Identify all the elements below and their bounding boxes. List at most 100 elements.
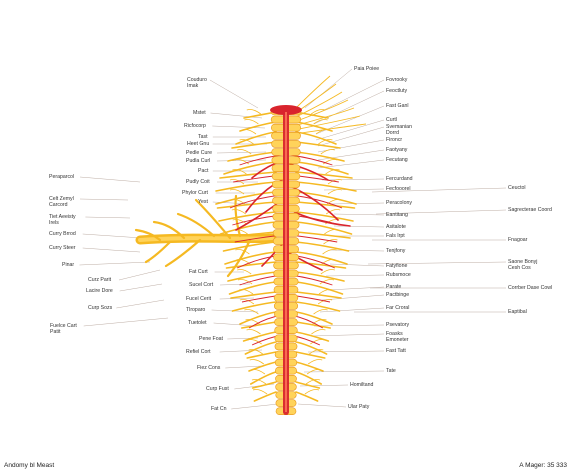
nerve-branch-right (325, 169, 340, 175)
leader-line (311, 333, 385, 337)
nerve-branch-left (232, 169, 247, 175)
leader-line (323, 188, 385, 191)
left-label: Pedle Cure (186, 150, 212, 156)
spinal-nerve-right (295, 301, 341, 312)
nerve-branch-left (244, 309, 259, 315)
left-label: Tlroparo (186, 307, 206, 313)
spinal-nerve-left (253, 391, 277, 402)
right-label: Tate (386, 368, 396, 374)
leader-line (313, 90, 385, 125)
left-label: Fat Cn (211, 406, 227, 412)
leader-line (321, 178, 385, 181)
plexus-branch (234, 194, 242, 238)
spinal-nerve-left (239, 311, 277, 325)
right-label: Foasks Emoneter (386, 331, 409, 343)
nerve-branch-right (317, 299, 333, 305)
spinal-nerve-right (295, 271, 345, 282)
spinal-nerve-left (230, 291, 277, 299)
leader-line (213, 322, 257, 327)
spinal-nerve-right (295, 231, 351, 239)
nerve-branch-right (306, 369, 322, 375)
left-label: Pinar (62, 262, 75, 268)
nerve-branch-left (247, 339, 262, 345)
right-label: Corrber Dase Cowl (508, 285, 553, 291)
spinal-nerve-left (227, 271, 277, 282)
leader-line (317, 159, 385, 169)
left-label: Celt Zemyl Carcord (49, 196, 74, 208)
leader-line (85, 216, 131, 219)
spinal-nerve-right (295, 341, 328, 355)
right-label: Fnagoar (508, 237, 528, 243)
right-label: Fast Ganl (386, 103, 409, 109)
leader-line (329, 249, 385, 252)
nerve-branch-right (324, 229, 339, 235)
leader-line (333, 213, 385, 216)
left-label: Refiel Cort (186, 349, 211, 355)
left-label: Fucel Cerit (186, 296, 212, 302)
nerve-branch-left (235, 249, 250, 255)
left-label: Phylor Curt (182, 190, 208, 196)
leader-line (225, 365, 263, 369)
spinal-nerve-right (295, 171, 353, 179)
leader-line (79, 198, 129, 201)
leader-line (209, 79, 259, 109)
spinal-column (270, 105, 302, 416)
leader-line (231, 403, 279, 410)
spinal-nerve-left (231, 301, 277, 312)
spinal-nerve-left (215, 181, 277, 192)
nerve-branch-left (234, 159, 250, 165)
nerve-branch-right (304, 389, 320, 395)
left-label: Tuetolet (188, 320, 207, 326)
nerve-branch-left (246, 109, 262, 115)
leader-line (304, 68, 353, 109)
fine-nerve-fan (293, 91, 343, 119)
right-label: Fecutang (386, 157, 408, 163)
leader-line (317, 149, 385, 161)
nerve-branch-left (231, 209, 247, 215)
leader-line (329, 263, 385, 267)
leader-line (375, 209, 507, 215)
spinal-nerve-left (225, 261, 277, 269)
spinal-nerve-right (295, 311, 333, 325)
left-label: Fiez Cons (197, 365, 221, 371)
right-label: Homiltand (350, 382, 374, 388)
nerve-branch-right (319, 279, 335, 285)
nerve-branch-right (310, 339, 325, 345)
plexus-branch (152, 220, 186, 240)
right-label: Fovrooky (386, 77, 408, 83)
nerve-branch-right (318, 289, 334, 295)
left-label: Tast (198, 134, 208, 140)
spinal-nerve-right (295, 321, 331, 329)
nerve-branch-left (250, 369, 266, 375)
spinal-nerve-right (295, 371, 322, 385)
nerve-branch-right (318, 139, 333, 145)
plexus-branch (144, 240, 172, 264)
spinal-nerve-left (246, 351, 277, 359)
left-label: Peraparcol (49, 174, 75, 180)
left-label: Curp Fust (206, 386, 229, 392)
right-label: Fals Irpt (386, 233, 405, 239)
spinal-nerve-left (216, 201, 277, 209)
left-label: Mstet (193, 110, 206, 116)
left-label: Curp Sozs (88, 305, 113, 311)
nerve-branch-left (237, 269, 252, 275)
spinal-nerve-left (241, 321, 277, 329)
leader-line (319, 307, 385, 313)
spinal-nerve-right (295, 241, 350, 252)
right-label: Tenjfony (386, 248, 406, 254)
leader-line (210, 112, 263, 119)
left-label: Fuelce Cart Patit (50, 323, 77, 335)
right-label: Curtl (386, 117, 397, 123)
spinal-nerve-left (222, 241, 277, 252)
leader-line (297, 403, 347, 408)
spinal-nerve-left (250, 371, 277, 385)
right-label: Ular Paty (348, 404, 370, 410)
right-label: Fercurdand (386, 176, 413, 182)
spinal-nerve-left (218, 211, 277, 222)
leader-line (317, 126, 385, 147)
leader-line (216, 151, 267, 154)
plexus-trunk-highlight (138, 236, 274, 242)
right-label: Svemanian Dorrd (386, 124, 412, 136)
fine-nerve-fan (293, 115, 361, 131)
spinal-nerve-right (295, 391, 319, 402)
